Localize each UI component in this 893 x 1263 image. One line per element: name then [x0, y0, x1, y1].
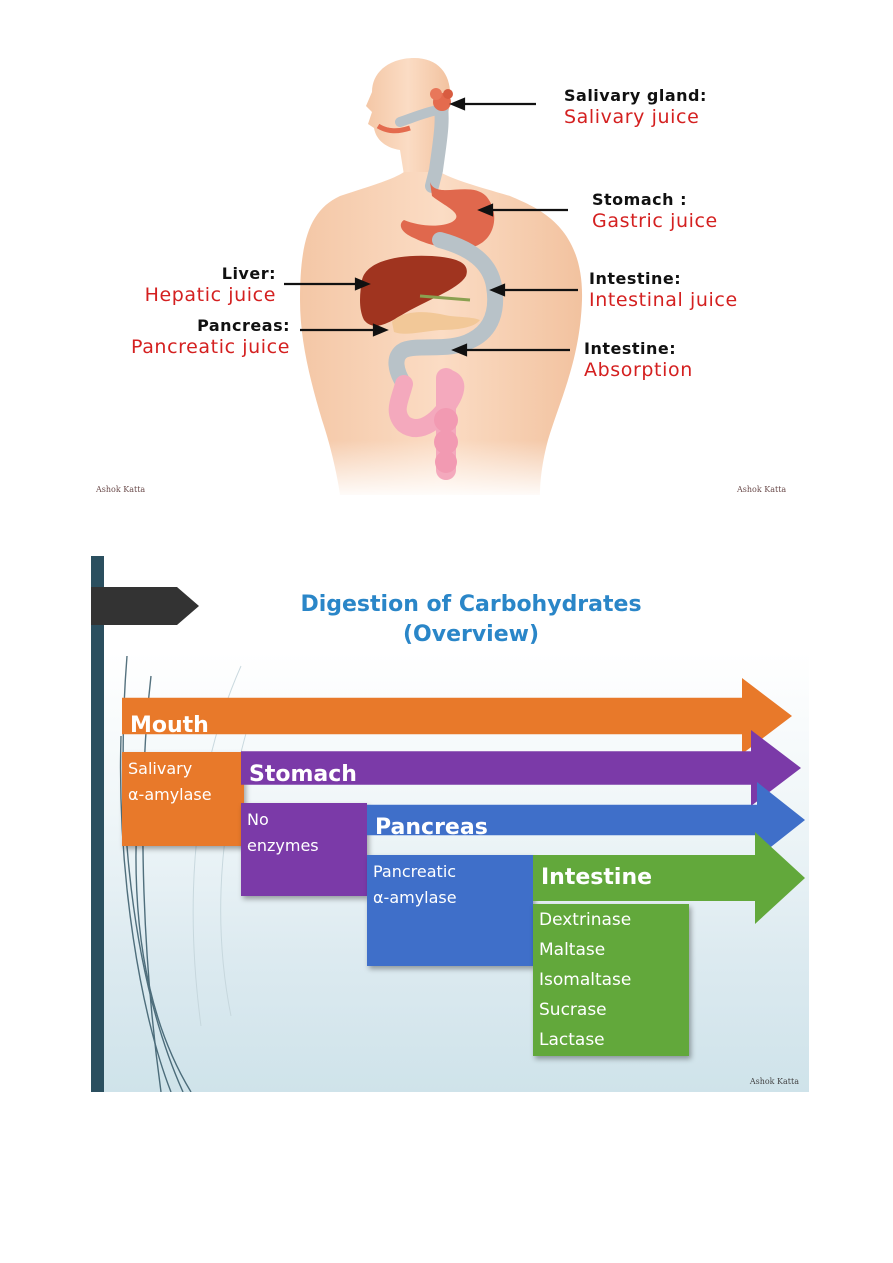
enzyme-line: Lactase [539, 1030, 605, 1050]
juice-name: Gastric juice [592, 210, 718, 232]
slide-tab-marker [91, 587, 199, 625]
organ-name: Pancreas: [197, 316, 290, 335]
enzyme-line: No [247, 810, 269, 829]
juice-name: Pancreatic juice [130, 336, 290, 358]
juice-name: Salivary juice [564, 106, 700, 128]
enzyme-line: Sucrase [539, 1000, 607, 1020]
credit-right: Ashok Katta [737, 485, 787, 494]
liver-label: Liver: Hepatic juice [120, 264, 276, 306]
enzyme-line: Pancreatic [373, 862, 457, 881]
digestive-system-figure: Salivary gland: Salivary juice Stomach :… [0, 0, 893, 510]
juice-name: Intestinal juice [589, 289, 738, 311]
intestine-enzyme-box: Dextrinase Maltase Isomaltase Sucrase La… [533, 904, 689, 1056]
enzyme-line: α-amylase [373, 888, 457, 907]
stomach-enzyme-box: No enzymes [241, 803, 367, 896]
body-illustration [284, 58, 590, 500]
stage-name: Stomach [249, 762, 357, 787]
slide-credit: Ashok Katta [749, 1077, 799, 1086]
salivary-gland-label: Salivary gland: Salivary juice [564, 86, 707, 128]
juice-name: Hepatic juice [144, 284, 276, 306]
stage-name: Intestine [541, 865, 653, 890]
juice-name: Absorption [584, 359, 693, 381]
credit-left: Ashok Katta [96, 485, 146, 494]
pancreas-enzyme-box: Pancreatic α-amylase [367, 855, 533, 966]
side-stripe [91, 556, 104, 1092]
enzyme-line: enzymes [247, 836, 319, 855]
enzyme-line: Dextrinase [539, 910, 632, 930]
slide-title: Digestion of Carbohydrates [300, 592, 642, 617]
slide-subtitle: (Overview) [402, 622, 540, 647]
carbohydrate-digestion-slide: Digestion of Carbohydrates (Overview) Sa… [91, 556, 809, 1092]
enzyme-line: Isomaltase [539, 970, 632, 990]
pancreas-label: Pancreas: Pancreatic juice [106, 316, 290, 358]
stomach-label: Stomach : Gastric juice [592, 190, 718, 232]
enzyme-line: α-amylase [128, 785, 212, 804]
enzyme-line: Salivary [128, 759, 193, 778]
organ-name: Salivary gland: [564, 86, 707, 105]
mouth-enzyme-box: Salivary α-amylase [122, 752, 244, 846]
organ-name: Intestine: [589, 269, 682, 288]
organ-name: Intestine: [584, 339, 677, 358]
organ-name: Liver: [221, 264, 276, 283]
enzyme-line: Maltase [539, 940, 606, 960]
organ-name: Stomach : [592, 190, 687, 209]
intestine-absorption-label: Intestine: Absorption [584, 339, 693, 381]
intestine-secretion-label: Intestine: Intestinal juice [589, 269, 738, 311]
stage-name: Mouth [130, 713, 209, 738]
